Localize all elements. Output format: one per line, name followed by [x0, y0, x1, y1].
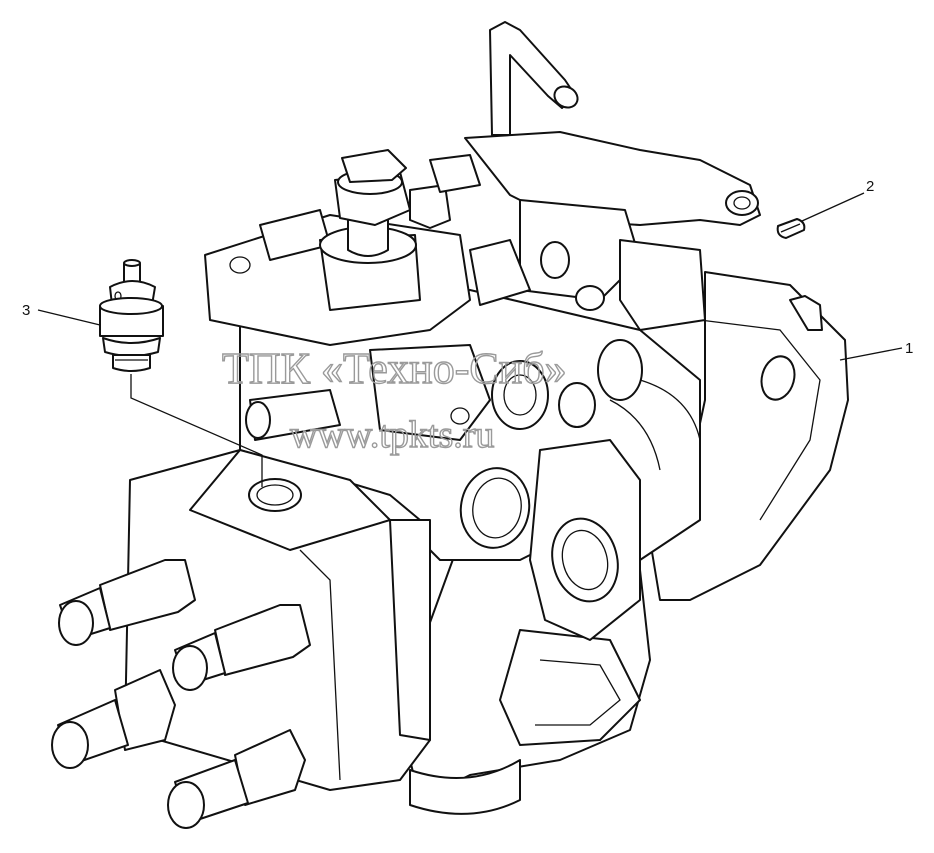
delivery-valve-4 — [167, 729, 306, 829]
leader-line-2 — [801, 192, 865, 222]
watermark-url: www.tpkts.ru — [290, 414, 494, 456]
leader-line-1 — [839, 347, 903, 361]
delivery-valve-3 — [51, 669, 176, 769]
delivery-valve-outlets — [51, 559, 311, 829]
pump-body — [124, 21, 849, 815]
leader-line-3 — [37, 309, 101, 326]
delivery-valve-1 — [58, 559, 196, 646]
key-part — [776, 218, 806, 239]
callout-label-1: 1 — [905, 340, 913, 357]
leader-lines — [37, 192, 903, 487]
solenoid-valve-part — [99, 259, 164, 372]
watermark-company: ТПК «Техно-Сиб» — [222, 344, 567, 393]
callout-label-3: 3 — [22, 302, 30, 319]
assembly-line-3 — [130, 374, 263, 487]
delivery-valve-2 — [172, 604, 311, 691]
callout-label-2: 2 — [866, 178, 874, 195]
